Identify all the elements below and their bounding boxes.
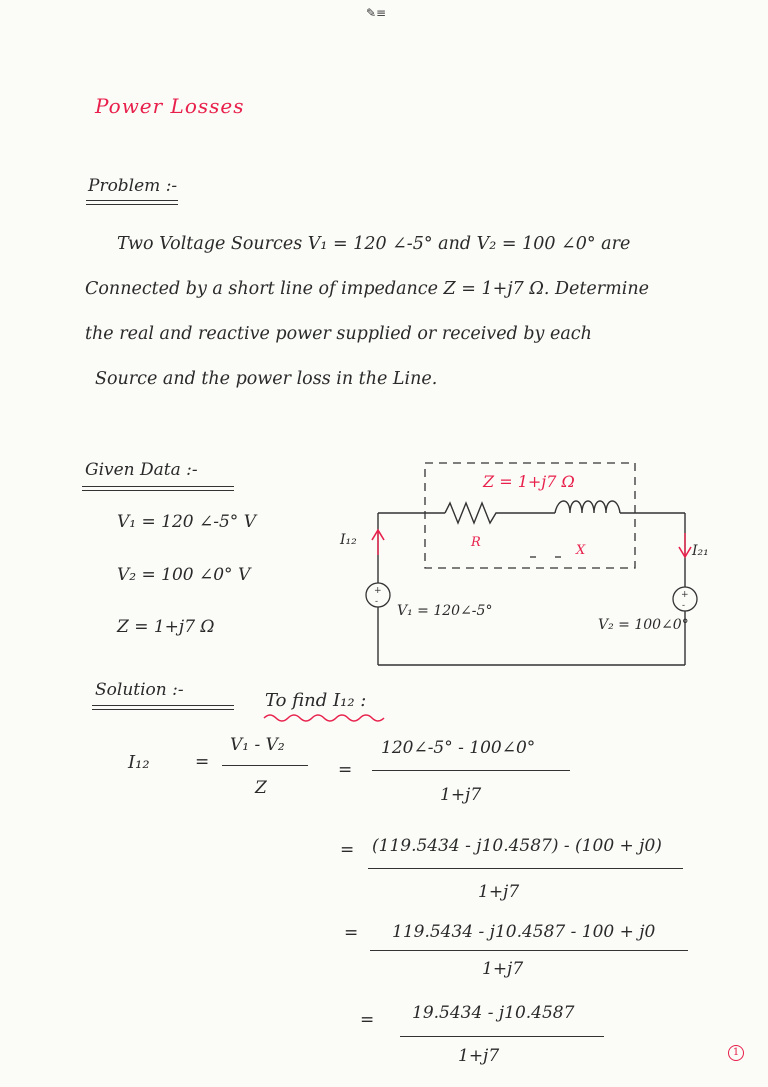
circuit-r-label: R: [471, 535, 481, 550]
problem-heading: Problem :-: [88, 176, 178, 196]
eq-r3-num: (119.5434 - j10.4587) - (100 + j0): [372, 836, 662, 856]
eq-r4-fraction-bar: [370, 950, 688, 951]
eq-r2-den: 1+j7: [440, 785, 482, 805]
solution-heading: Solution :-: [95, 680, 184, 700]
circuit-diagram: + - + -: [365, 462, 698, 666]
eq-r4-den: 1+j7: [482, 959, 524, 979]
source-v1-symbol: [365, 582, 391, 608]
inductor-symbol: [554, 500, 621, 514]
eq-r2-fraction-bar: [372, 770, 570, 771]
circuit-v1-label: V₁ = 120∠-5°: [397, 603, 493, 619]
eq-r5-fraction-bar: [400, 1036, 604, 1037]
problem-line: Source and the power loss in the Line.: [95, 369, 438, 389]
eq-sign-5: =: [360, 1010, 375, 1030]
impedance-box: [424, 462, 636, 569]
circuit-v2-label: V₂ = 100∠0°: [598, 617, 689, 633]
eq-r1-fraction-bar: [222, 765, 308, 766]
problem-underline-2: [86, 204, 178, 205]
given-underline-2: [82, 490, 234, 491]
problem-line: Two Voltage Sources V₁ = 120 ∠-5° and V₂…: [117, 234, 631, 254]
problem-line: Connected by a short line of impedance Z…: [85, 279, 649, 299]
given-v1: V₁ = 120 ∠-5° V: [117, 512, 256, 532]
eq-sign-1: =: [195, 752, 210, 772]
header-mark: ✎≡: [366, 6, 387, 20]
problem-underline: [86, 200, 178, 201]
eq-r1-den: Z: [255, 778, 267, 798]
eq-r3-fraction-bar: [368, 868, 683, 869]
eq-r4-num: 119.5434 - j10.4587 - 100 + j0: [392, 922, 656, 942]
eq-r2-num: 120∠-5° - 100∠0°: [381, 738, 536, 758]
eq-sign-4: =: [344, 923, 359, 943]
page-title: Power Losses: [95, 94, 245, 118]
source-v2-symbol: [672, 586, 698, 612]
circuit-x-label: X: [576, 543, 586, 558]
page-number: 1: [728, 1045, 744, 1061]
subheading-wavy-underline: [263, 714, 385, 722]
eq-sign-3: =: [340, 840, 355, 860]
solution-underline-2: [92, 709, 234, 710]
svg-text:+: +: [374, 586, 382, 596]
eq-r5-den: 1+j7: [458, 1046, 500, 1066]
circuit-i21-label: I₂₁: [692, 543, 709, 559]
given-v2: V₂ = 100 ∠0° V: [117, 565, 251, 585]
eq-r3-den: 1+j7: [478, 882, 520, 902]
eq-lhs: I₁₂: [128, 752, 150, 773]
solution-underline: [92, 705, 234, 706]
eq-r5-num: 19.5434 - j10.4587: [412, 1003, 575, 1023]
resistor-symbol: [444, 501, 555, 525]
circuit-impedance-label: Z = 1+j7 Ω: [483, 472, 575, 491]
problem-statement: Two Voltage Sources V₁ = 120 ∠-5° and V₂…: [85, 222, 755, 402]
given-z: Z = 1+j7 Ω: [117, 617, 215, 637]
solution-subheading: To find I₁₂ :: [265, 690, 367, 711]
eq-r1-num: V₁ - V₂: [230, 735, 285, 755]
eq-sign-2: =: [338, 760, 353, 780]
svg-text:+: +: [681, 590, 689, 600]
given-heading: Given Data :-: [85, 460, 198, 480]
circuit-i12-label: I₁₂: [340, 532, 357, 548]
given-underline: [82, 486, 234, 487]
svg-text:-: -: [682, 601, 685, 611]
svg-text:-: -: [375, 597, 378, 607]
problem-line: the real and reactive power supplied or …: [85, 324, 592, 344]
